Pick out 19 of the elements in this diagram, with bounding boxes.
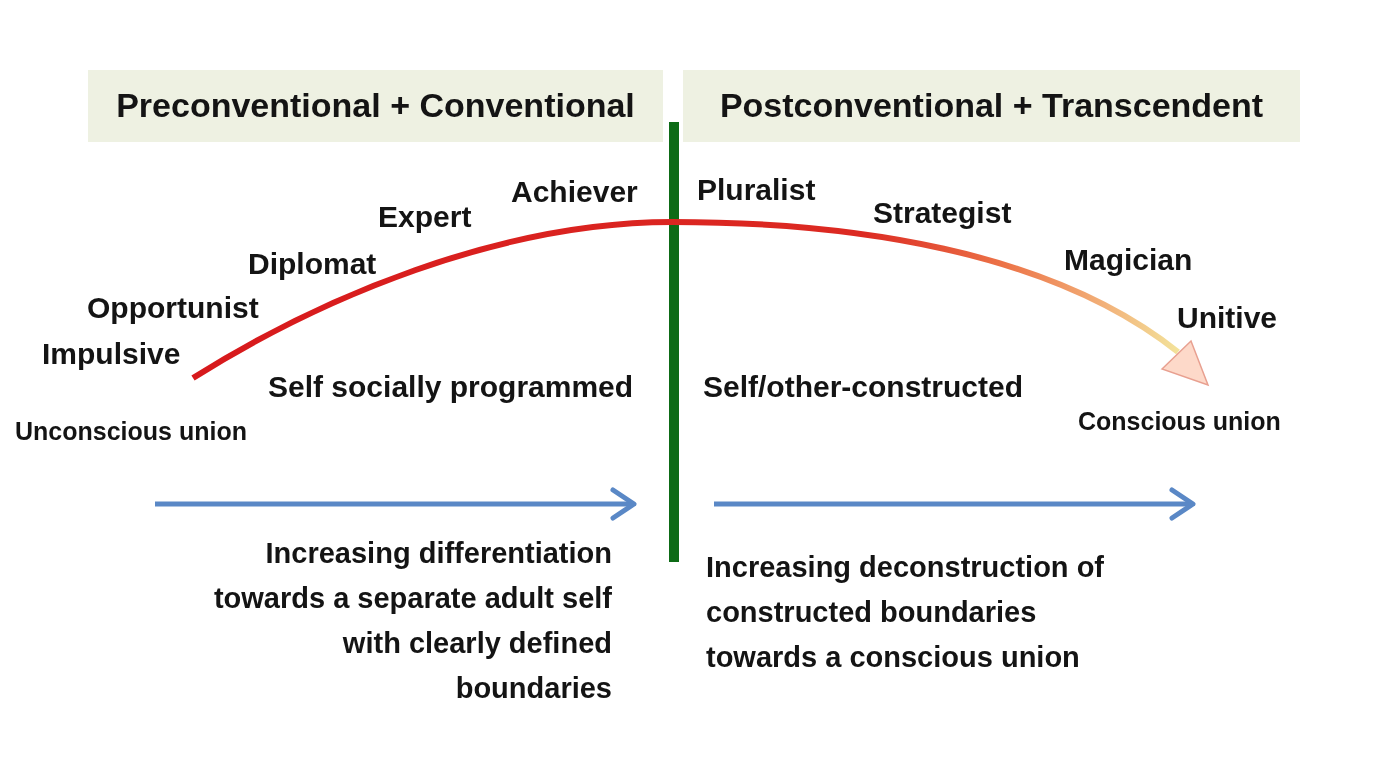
stage-name: Achiever: [511, 175, 638, 210]
section-heading: Preconventional + Conventional: [116, 86, 635, 126]
description-text: Increasing differentiation towards a separate adult self with clearly defined boundaries: [212, 536, 612, 706]
header-band: [88, 70, 663, 142]
self-description: Self socially programmed: [268, 370, 634, 405]
stage-name: Impulsive: [42, 337, 181, 372]
header-band: [683, 70, 1300, 142]
stage-name: Unitive: [1177, 301, 1278, 336]
stage-name: Opportunist: [87, 291, 259, 326]
stage-name: Strategist: [873, 196, 1012, 231]
endpoint-label: Unconscious union: [15, 417, 247, 446]
self-description: Self/other-constructed: [703, 370, 1024, 405]
stage-name: Magician: [1064, 243, 1193, 278]
stage-name: Diplomat: [248, 247, 377, 282]
description-text: Increasing deconstruction of constructed boundaries towards a conscious union: [706, 550, 1105, 675]
section-heading: Postconventional + Transcendent: [719, 86, 1264, 126]
stage-name: Pluralist: [697, 173, 816, 208]
stage-name: Expert: [378, 200, 472, 235]
endpoint-label: Conscious union: [1078, 407, 1281, 436]
